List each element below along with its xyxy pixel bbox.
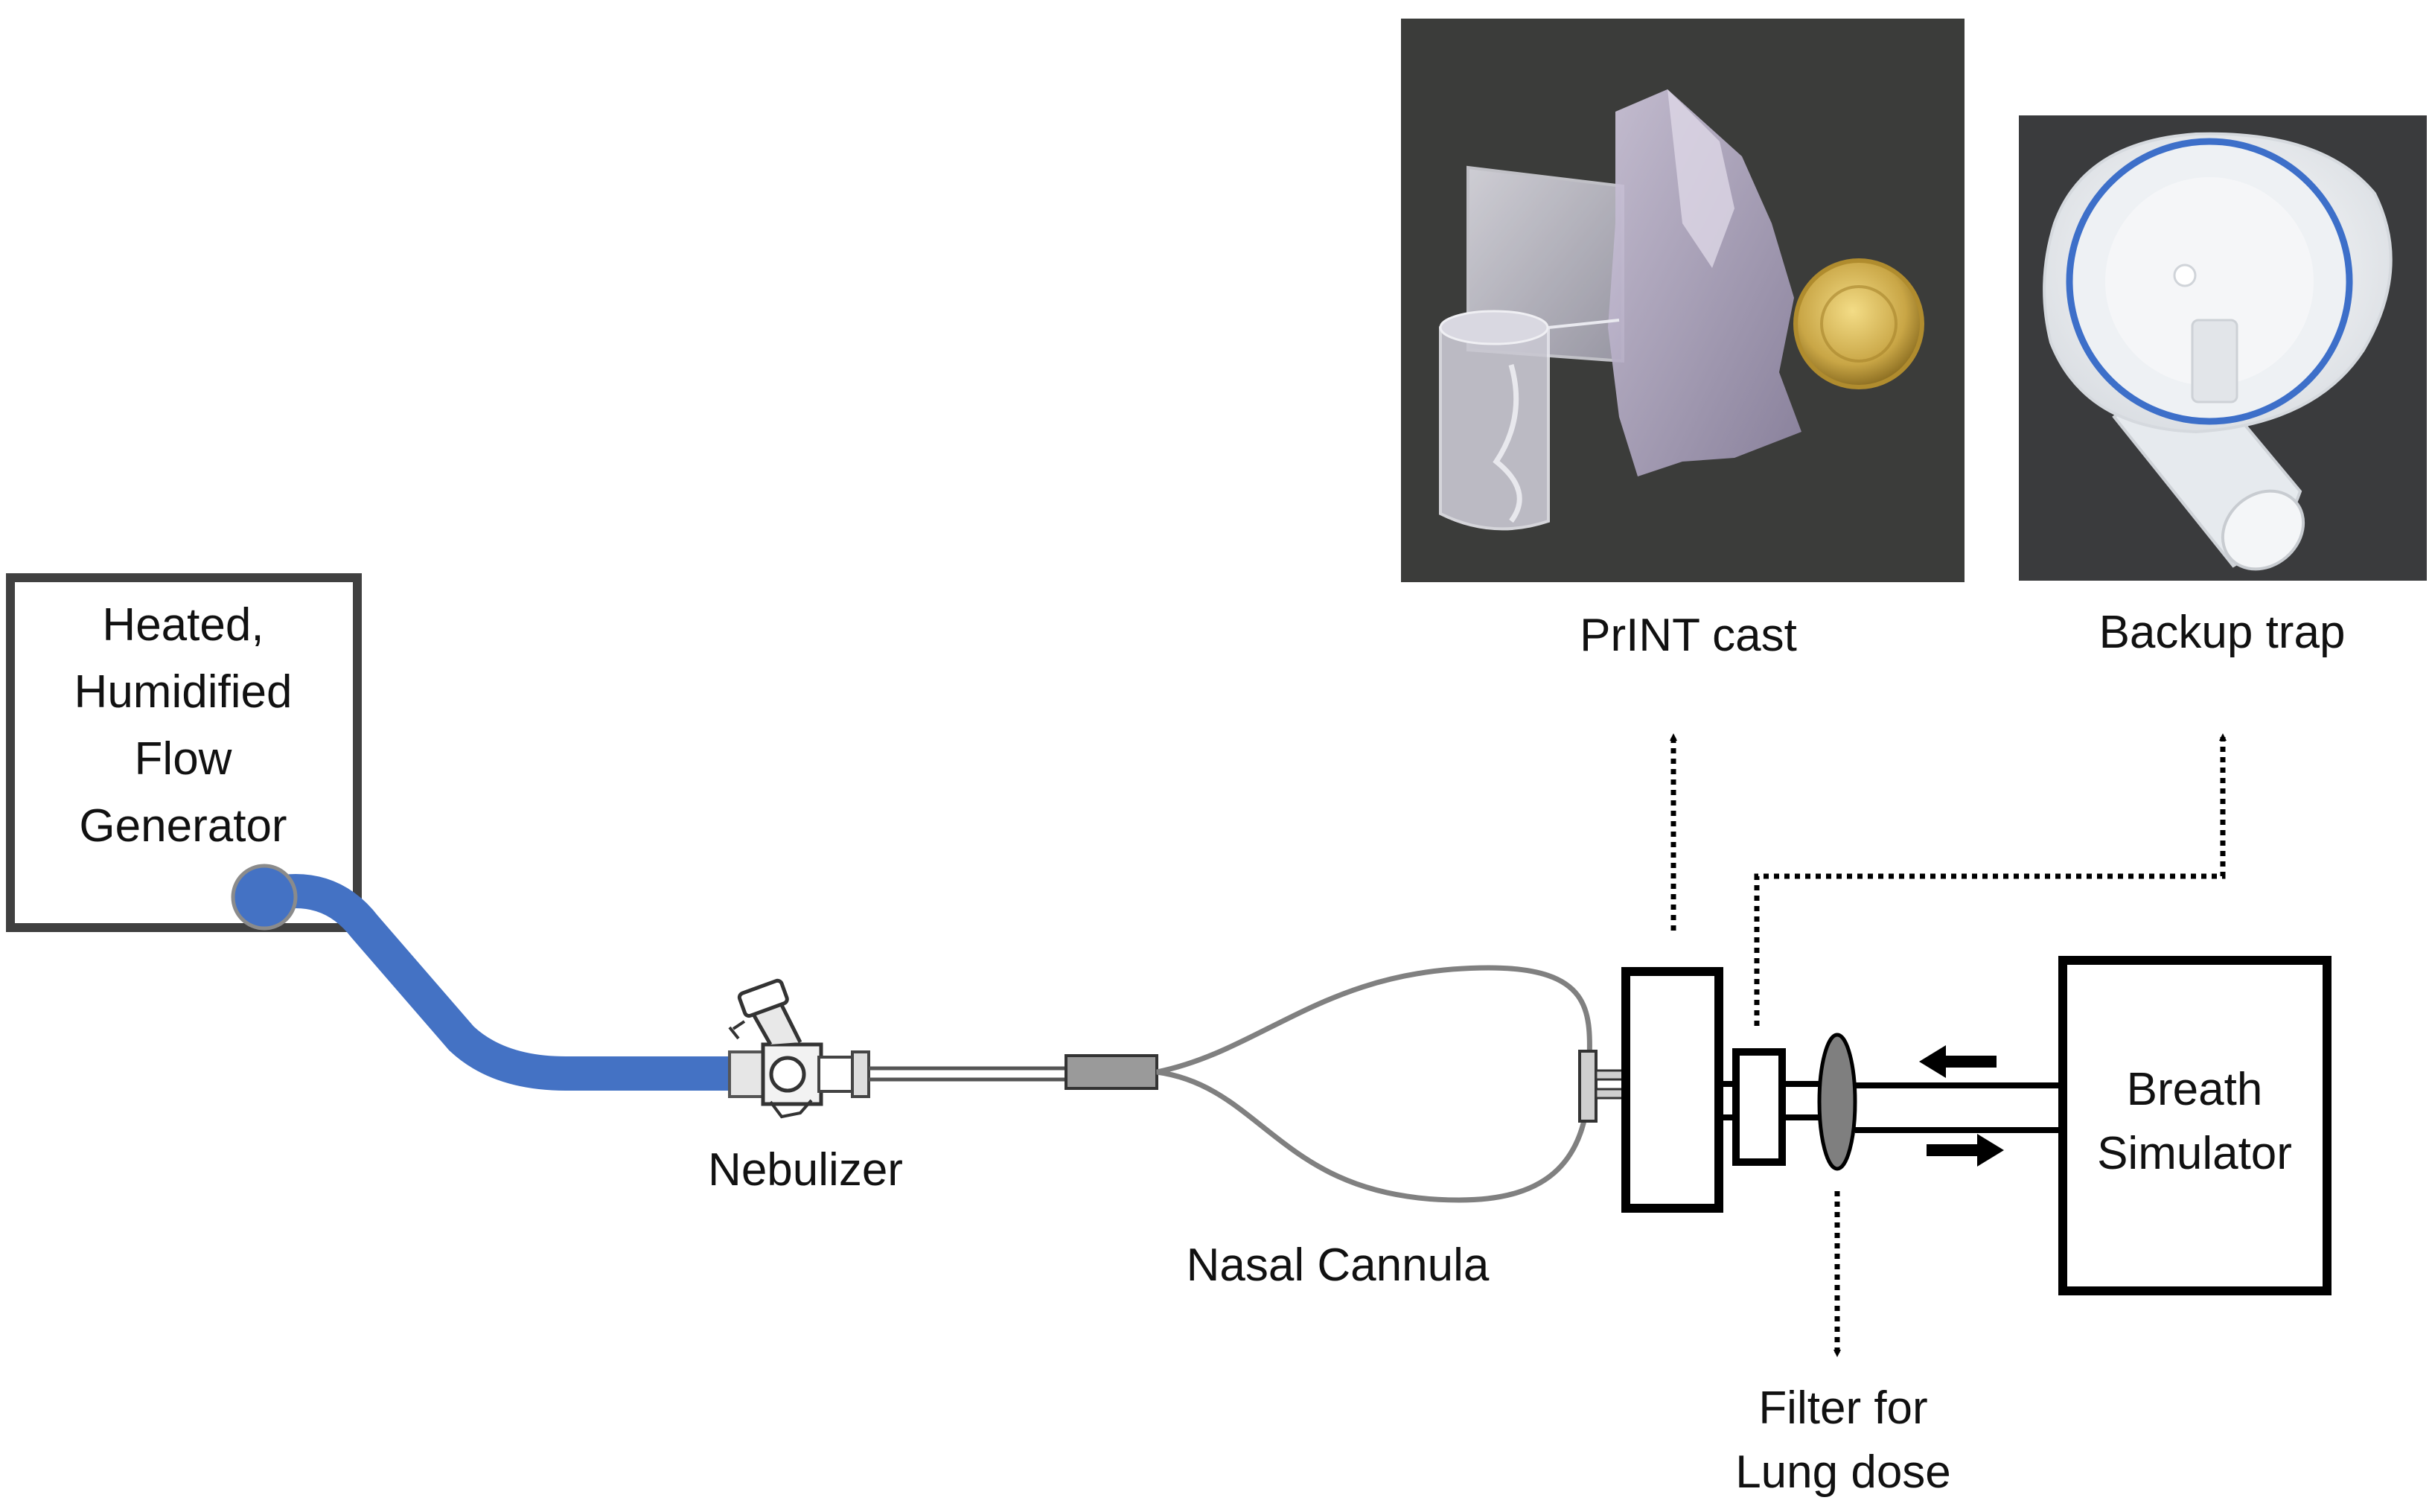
nebulizer-label: Nebulizer — [708, 1144, 903, 1196]
flow-generator: Heated, Humidified Flow Generator — [6, 573, 362, 932]
backup-trap-label: Backup trap — [2099, 607, 2346, 658]
breath-simulator-label-1: Breath — [2127, 1064, 2263, 1115]
flow-generator-label-3: Flow — [135, 733, 232, 785]
print-cast-box — [1621, 967, 1723, 1213]
filter-label-1: Filter for — [1758, 1382, 1927, 1434]
breath-simulator-label-2: Simulator — [2097, 1128, 2292, 1179]
cannula-label: Nasal Cannula — [1187, 1240, 1490, 1291]
prong-connector — [1578, 1050, 1598, 1123]
nebulizer: Nebulizer — [708, 978, 903, 1196]
flow-generator-label-2: Humidified — [74, 666, 293, 718]
flow-generator-box — [6, 573, 362, 932]
cannula-adapter — [1065, 1054, 1158, 1090]
breath-simulator-box — [2058, 956, 2332, 1295]
filter-label-2: Lung dose — [1735, 1446, 1951, 1498]
tube-outlet — [231, 864, 298, 931]
heated-tube — [247, 874, 750, 1091]
flow-arrow-right — [1927, 1134, 2004, 1167]
flow-generator-label-4: Generator — [79, 800, 287, 852]
breath-simulator: Breath Simulator — [2058, 956, 2332, 1295]
flow-generator-label-1: Heated, — [102, 599, 264, 651]
arrow-to-backup-trap — [1754, 733, 2227, 1026]
nasal-cannula — [1156, 965, 1592, 1203]
flow-arrow-left — [1919, 1045, 1997, 1078]
backup-trap-box — [1732, 1048, 1786, 1166]
lung-dose-filter — [1817, 1033, 1857, 1171]
print-cast-photo — [1401, 19, 1965, 582]
backup-trap-photo — [2019, 115, 2427, 581]
print-cast-label: PrINT cast — [1580, 610, 1797, 661]
